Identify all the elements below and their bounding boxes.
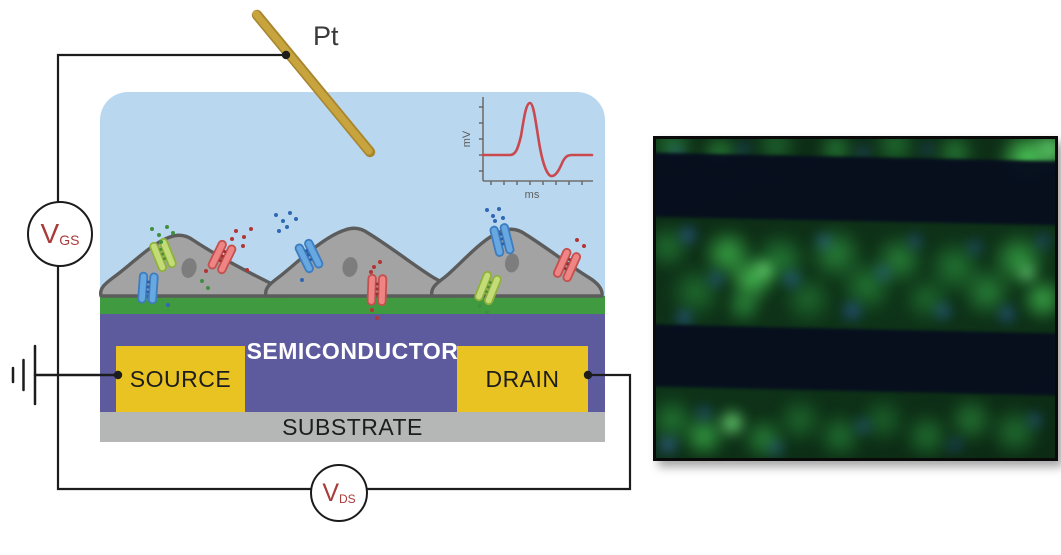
cell-adhesion-film: [100, 296, 605, 314]
platinum-label: Pt: [313, 21, 339, 51]
fluorescent-cell-blob: [873, 262, 894, 283]
substrate-label: SUBSTRATE: [282, 413, 423, 440]
fluorescent-cell-blob: [765, 438, 786, 458]
fluorescent-cell-blob: [656, 433, 680, 458]
source-label: SOURCE: [129, 365, 232, 392]
action-potential-inset-chart: mV ms: [461, 97, 594, 201]
dark-electrode-band: [656, 152, 1055, 225]
fluorescent-cell-blob: [996, 303, 1019, 326]
fluorescent-cell-blob: [905, 231, 926, 252]
dark-electrode-band: [656, 324, 1055, 396]
fluorescent-cell-blob: [932, 300, 955, 323]
fluorescent-cell-blob: [839, 299, 864, 324]
fluorescent-cell-blob: [945, 435, 966, 456]
fluorescent-cell-blob: [853, 416, 874, 437]
micrograph: [653, 136, 1058, 461]
fluorescent-cell-blob: [1033, 231, 1054, 252]
fluorescent-cell-blob: [965, 237, 986, 258]
fluorescent-cell-blob: [723, 284, 764, 325]
fluorescent-cell-blob: [751, 257, 776, 282]
fluorescent-cell-blob: [676, 223, 699, 246]
fluorescent-cell-blob: [1025, 409, 1046, 430]
fluorescent-cell-blob: [918, 139, 937, 158]
fluorescent-cell-blob: [780, 268, 803, 291]
fluorescent-cell-blob: [693, 403, 714, 424]
inset-ylabel: mV: [461, 130, 473, 147]
fluorescent-cell-blob: [901, 409, 954, 458]
inset-xlabel: ms: [525, 189, 540, 201]
gate-connection-dot: [281, 50, 291, 60]
vds-label: V: [322, 478, 339, 507]
vgs-label: V: [40, 218, 60, 249]
fluorescent-cell-blob: [813, 231, 834, 252]
inset-axes: [479, 97, 593, 185]
substrate-layer: SUBSTRATE: [100, 412, 605, 442]
fluorescent-cell-blob: [705, 269, 726, 290]
fluorescent-cell-blob: [672, 306, 695, 329]
semiconductor-label: SEMICONDUCTOR: [246, 338, 459, 364]
fluorescent-cell-blob: [734, 139, 753, 158]
fluorescent-cell-blob: [1017, 262, 1038, 283]
drain-label: DRAIN: [485, 365, 560, 392]
action-potential-curve: [481, 101, 594, 178]
